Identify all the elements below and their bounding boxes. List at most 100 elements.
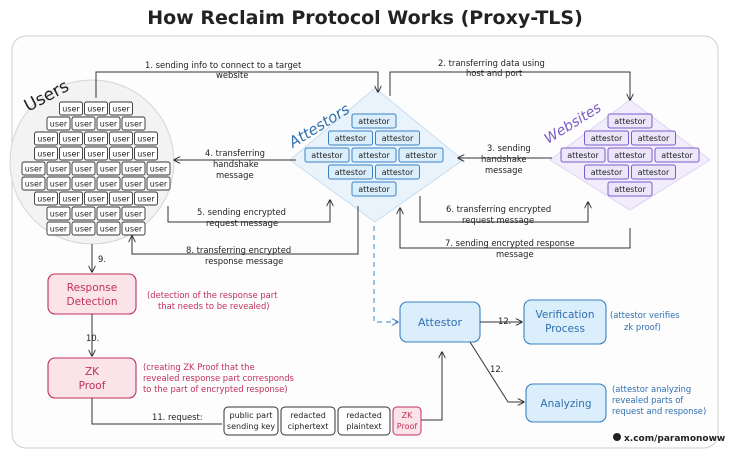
user-cell: user (96, 206, 121, 221)
attestor-cell-text: attestor (335, 134, 367, 143)
website-attestor-cell: attestor (631, 130, 676, 146)
response-detection-note-1: (detection of the response part (147, 290, 278, 300)
user-cell-box (134, 131, 158, 146)
user-cell-box (146, 161, 171, 176)
user-cell-text: user (125, 210, 143, 219)
user-cell-text: user (87, 150, 105, 159)
attestor-cell-text: attestor (382, 168, 414, 177)
attestor-cell-text: attestor (358, 185, 390, 194)
user-cell-text: user (75, 225, 93, 234)
user-cell-text: user (50, 210, 68, 219)
user-cell-box (84, 191, 108, 206)
user-cell-box (134, 191, 158, 206)
user-cell-box (121, 221, 146, 236)
analyzing-note-1: (attestor analyzing (612, 384, 691, 394)
user-cell-text: user (137, 135, 155, 144)
analyzing-note-2: revealed parts of (612, 395, 684, 405)
zk-proof-box (47, 357, 137, 399)
verification-box (523, 299, 607, 345)
user-cell-box (46, 176, 71, 191)
website-attestor-cell: attestor (654, 147, 700, 163)
request-part-text: public part (229, 411, 272, 420)
user-cell-text: user (50, 225, 68, 234)
user-cell-text: user (125, 225, 143, 234)
attestor-cell: attestor (375, 164, 420, 180)
user-cell-box (96, 116, 121, 131)
arrow-step-2 (389, 71, 630, 100)
request-part-text: sending key (227, 422, 275, 431)
user-cell-box (21, 176, 46, 191)
user-cell: user (71, 176, 96, 191)
request-part-box (337, 406, 391, 436)
request-part-text: redacted (290, 411, 326, 420)
website-attestor-cell-box (584, 130, 629, 146)
website-attestor-cell: attestor (631, 164, 676, 180)
user-cell: user (84, 131, 108, 146)
user-cell: user (121, 161, 146, 176)
user-cell: user (71, 206, 96, 221)
website-attestor-cell: attestor (560, 147, 606, 163)
outer-frame (11, 35, 719, 449)
user-cell: user (134, 191, 158, 206)
user-cell: user (134, 131, 158, 146)
website-attestor-cell-text: attestor (591, 168, 623, 177)
website-attestor-cell-text: attestor (567, 151, 599, 160)
attestor-cell-box (351, 181, 397, 197)
website-attestor-cell: attestor (607, 113, 653, 129)
attestor-cell-box (328, 130, 373, 146)
user-cell-box (96, 221, 121, 236)
website-attestor-cell-text: attestor (614, 117, 646, 126)
user-cell-text: user (50, 180, 68, 189)
user-cell-box (121, 206, 146, 221)
step-7-label-a: 7. sending encrypted response (445, 238, 575, 248)
user-cell-box (84, 146, 108, 161)
user-cell-text: user (25, 165, 43, 174)
user-cell-box (46, 221, 71, 236)
attestor-cell: attestor (328, 130, 373, 146)
line-step-11 (91, 398, 222, 425)
step-8-label-b: response message (205, 256, 283, 266)
website-attestor-cell: attestor (607, 147, 653, 163)
zk-proof-label-1: ZK (85, 366, 100, 378)
user-cell-text: user (125, 120, 143, 129)
user-cell-text: user (75, 210, 93, 219)
step-1-label-a: 1. sending info to connect to a target (145, 60, 302, 70)
step-12-label-b: 12. (490, 364, 503, 374)
verification-label-1: Verification (536, 309, 595, 321)
step-3-label-c: message (485, 165, 523, 175)
user-cell: user (46, 206, 71, 221)
step-4-label-a: 4. transferring (205, 148, 265, 158)
zk-proof-label-2: Proof (79, 380, 106, 392)
user-cell: user (121, 116, 146, 131)
user-cell-box (121, 116, 146, 131)
step-2-label-a: 2. transferring data using (438, 58, 545, 68)
user-cell: user (21, 176, 46, 191)
user-cell-text: user (75, 165, 93, 174)
attestor-cell: attestor (304, 147, 350, 163)
request-part-text: ciphertext (288, 422, 329, 431)
user-cell-box (109, 131, 133, 146)
user-cell: user (46, 176, 71, 191)
website-attestor-cell-box (560, 147, 606, 163)
user-cell: user (146, 176, 171, 191)
verification-note-1: (attestor verifies (610, 310, 680, 320)
website-attestor-cell-box (607, 181, 653, 197)
step-4-label-c: message (216, 170, 254, 180)
step-6-label-b: request message (462, 215, 534, 225)
attestor-cell-text: attestor (335, 168, 367, 177)
user-cell: user (59, 191, 83, 206)
user-cell-box (109, 191, 133, 206)
step-2-label-b: host and port (466, 68, 523, 78)
user-cell-text: user (87, 195, 105, 204)
user-cell: user (96, 221, 121, 236)
user-cell-box (121, 176, 146, 191)
user-cell-text: user (25, 180, 43, 189)
user-cell-text: user (100, 180, 118, 189)
step-3-label-a: 3. sending (487, 143, 531, 153)
user-cell-box (109, 101, 133, 116)
arrow-attestors-to-attestor (373, 226, 398, 322)
